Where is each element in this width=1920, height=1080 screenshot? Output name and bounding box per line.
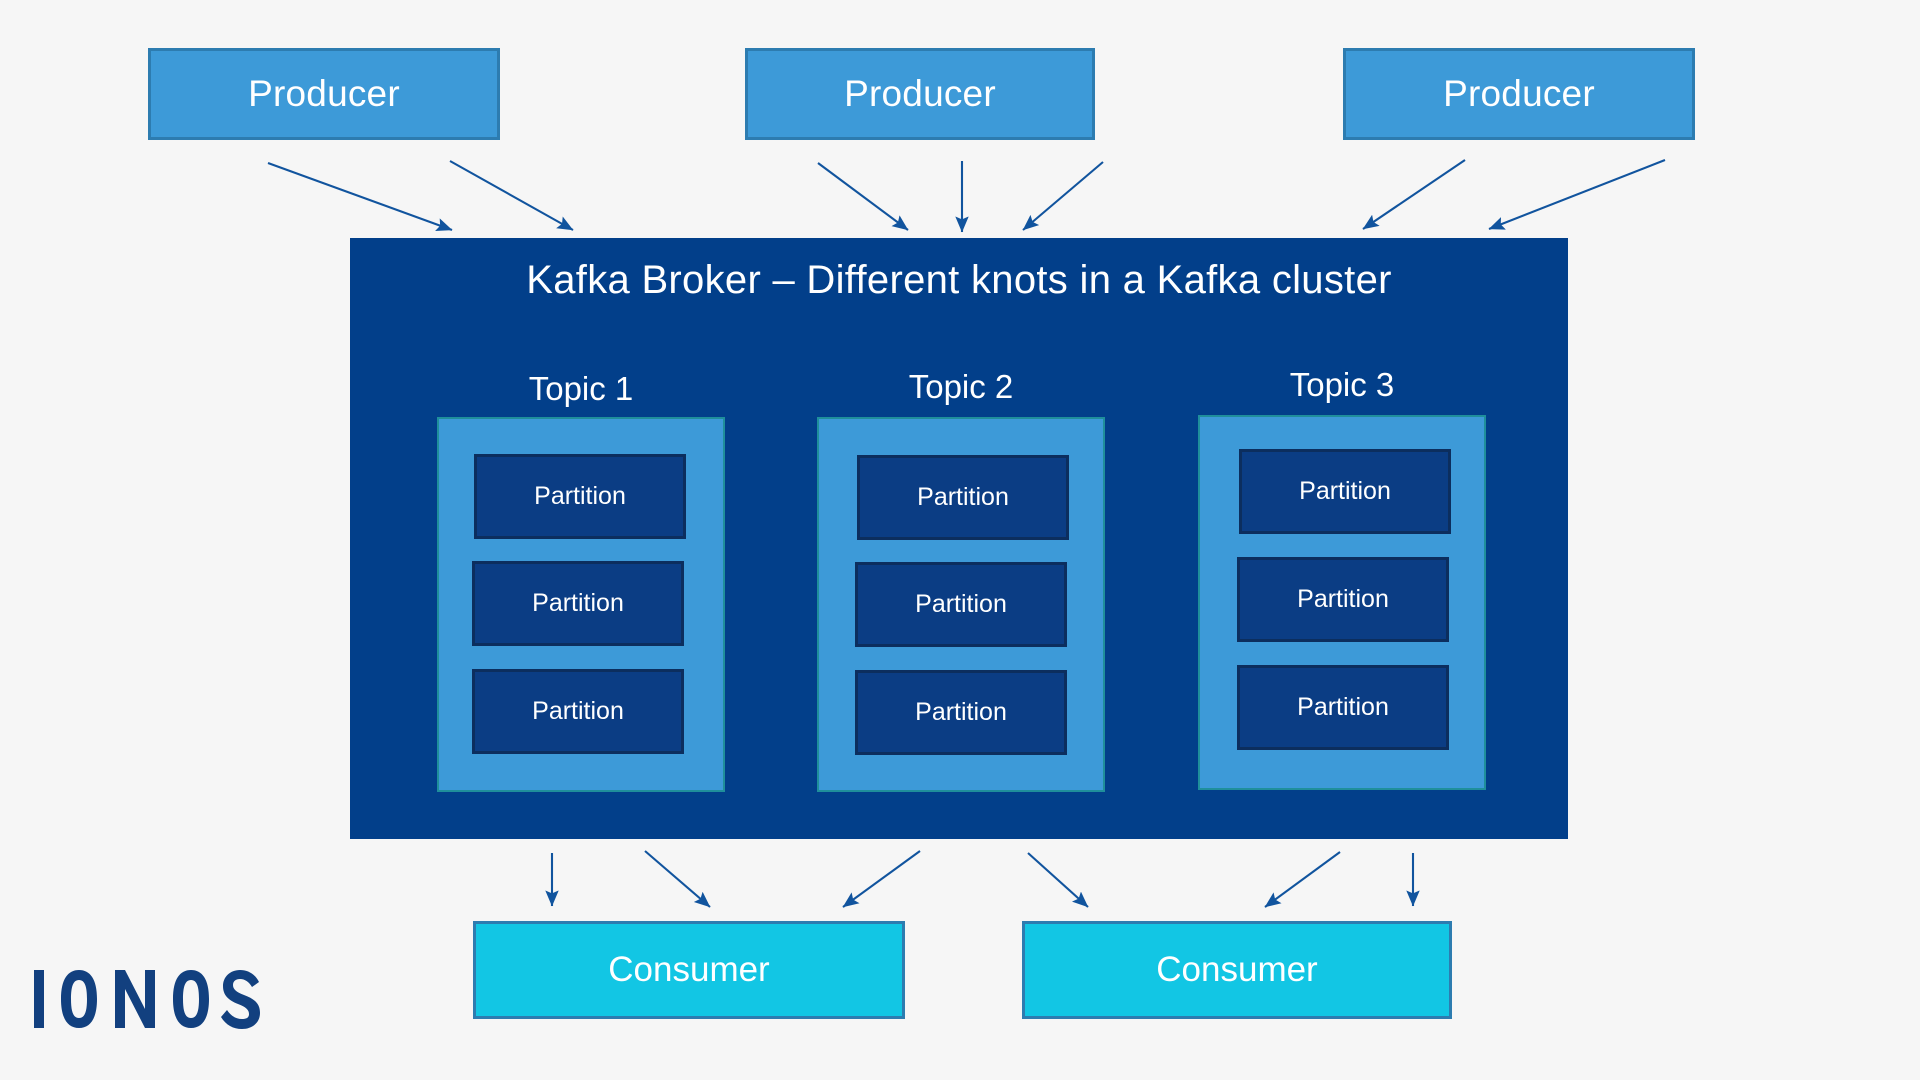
producer-label: Producer	[248, 73, 400, 114]
broker-title: Kafka Broker – Different knots in a Kafk…	[526, 258, 1392, 302]
producer-box-3[interactable]: Producer	[1343, 48, 1695, 140]
arrow-producer3-to-broker-a	[1362, 159, 1466, 230]
consumer-label: Consumer	[1156, 950, 1318, 989]
partition-label: Partition	[917, 483, 1009, 511]
arrow-broker-to-consumer1-b	[644, 850, 711, 908]
arrow-broker-to-consumer2-b	[1264, 851, 1341, 908]
partition-label: Partition	[1297, 693, 1389, 721]
partition-label: Partition	[532, 697, 624, 725]
partition-box[interactable]: Partition	[1237, 557, 1449, 642]
producer-label: Producer	[1443, 73, 1595, 114]
producer-label: Producer	[844, 73, 996, 114]
partition-box[interactable]: Partition	[855, 670, 1067, 755]
ionos-logo	[34, 970, 260, 1029]
consumer-label: Consumer	[608, 950, 770, 989]
arrow-producer1-to-broker-b	[449, 160, 574, 231]
partition-box[interactable]: Partition	[472, 561, 684, 646]
logo-letter-i	[34, 970, 44, 1028]
partition-box[interactable]: Partition	[1239, 449, 1451, 534]
producer-box-1[interactable]: Producer	[148, 48, 500, 140]
arrow-broker-to-consumer1-c	[842, 850, 921, 908]
partition-label: Partition	[1297, 585, 1389, 613]
kafka-broker-box[interactable]: Kafka Broker – Different knots in a Kafk…	[350, 238, 1568, 839]
topic-box-2[interactable]: Partition Partition Partition	[817, 417, 1105, 792]
arrow-broker-to-consumer2-a	[1027, 852, 1089, 908]
logo-letter-o-1	[61, 970, 97, 1028]
partition-box[interactable]: Partition	[857, 455, 1069, 540]
logo-letter-s	[221, 970, 260, 1029]
logo-letter-o-2	[173, 970, 209, 1028]
topic-box-3[interactable]: Partition Partition Partition	[1198, 415, 1486, 790]
arrow-producer2-to-broker-a	[817, 162, 909, 231]
partition-label: Partition	[915, 698, 1007, 726]
partition-label: Partition	[1299, 477, 1391, 505]
topic-label-3: Topic 3	[1289, 366, 1395, 403]
partition-label: Partition	[532, 589, 624, 617]
consumer-box-1[interactable]: Consumer	[473, 921, 905, 1019]
topic-label-1: Topic 1	[528, 370, 634, 407]
partition-box[interactable]: Partition	[474, 454, 686, 539]
partition-box[interactable]: Partition	[855, 562, 1067, 647]
logo-letter-n	[115, 970, 155, 1028]
topic-label-2: Topic 2	[908, 368, 1014, 405]
arrow-producer2-to-broker-c	[1022, 161, 1104, 231]
arrow-producer3-to-broker-b	[1488, 159, 1666, 230]
consumer-box-2[interactable]: Consumer	[1022, 921, 1452, 1019]
arrow-producer1-to-broker-a	[267, 162, 453, 231]
partition-box[interactable]: Partition	[1237, 665, 1449, 750]
partition-label: Partition	[534, 482, 626, 510]
partition-box[interactable]: Partition	[472, 669, 684, 754]
producer-box-2[interactable]: Producer	[745, 48, 1095, 140]
partition-label: Partition	[915, 590, 1007, 618]
topic-box-1[interactable]: Partition Partition Partition	[437, 417, 725, 792]
